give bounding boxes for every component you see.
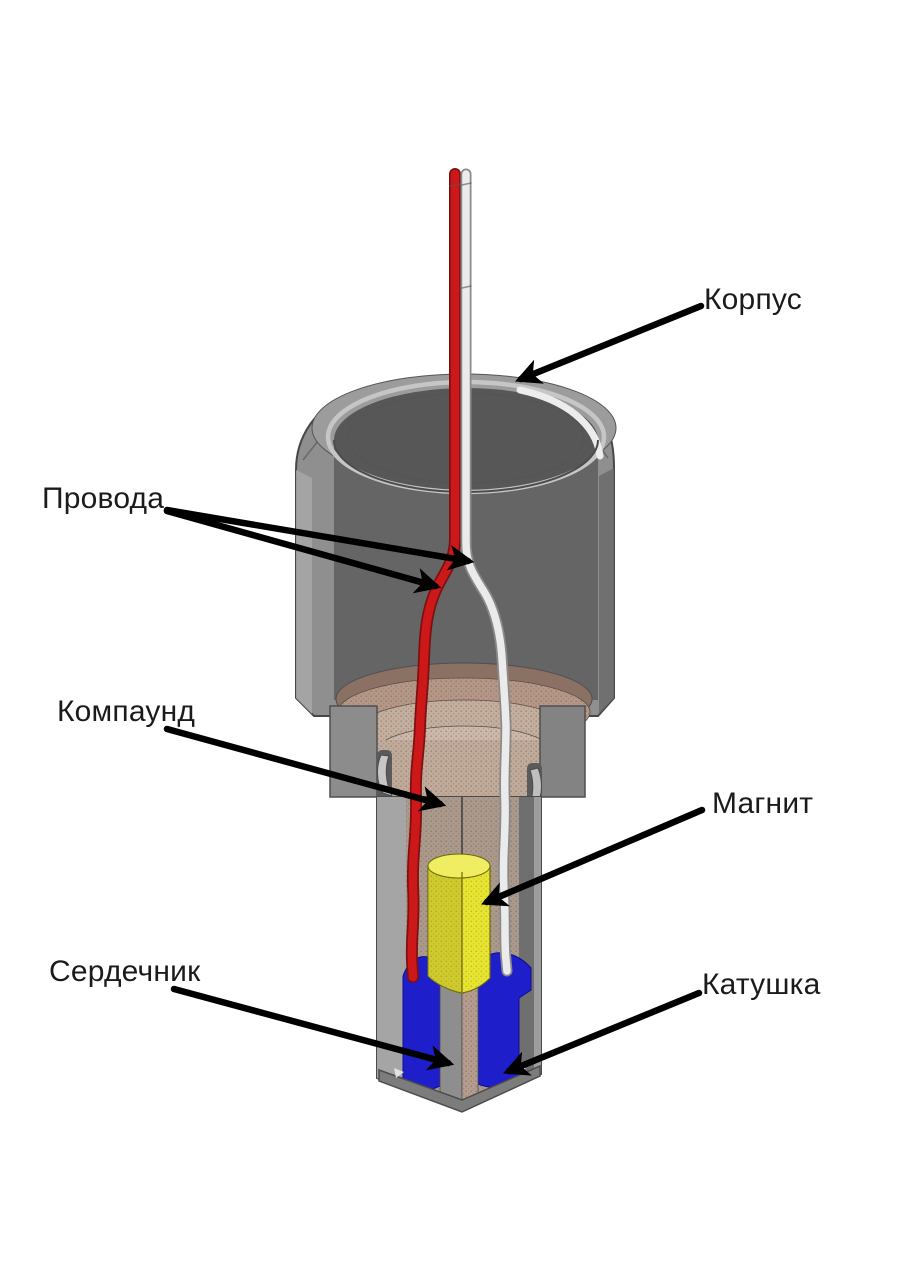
arrow-korpus [514, 302, 705, 384]
magnet-top-face [427, 853, 491, 879]
label-serdechnik: Сердечник [49, 955, 201, 988]
core-right-texture [462, 982, 478, 1100]
tube-bottom-rim [378, 1064, 541, 1113]
arrow-serdechnik [170, 985, 455, 1071]
label-kompaund: Компаунд [57, 695, 196, 728]
label-magnit: Магнит [712, 787, 814, 820]
magnet-texture [428, 866, 490, 993]
label-provoda: Провода [42, 482, 165, 515]
tube-wall-left [377, 797, 406, 1089]
arrow-kompaund [163, 725, 447, 812]
arrow-provoda-white [163, 506, 475, 571]
label-korpus: Корпус [704, 283, 802, 316]
arrow-magnit [481, 806, 706, 907]
tube-wall-right [519, 797, 534, 1083]
flange-compound-texture [377, 740, 540, 797]
flange-wall-right [539, 705, 586, 798]
tube [376, 796, 542, 1113]
arrow-provoda-red [163, 507, 442, 594]
tube-wall-right-edge [534, 797, 541, 1077]
wire-seam-marks [449, 182, 472, 289]
magnet [427, 853, 491, 994]
core-left-face [439, 981, 463, 1101]
bottom-speck-left [394, 1068, 404, 1078]
housing-cup-left-highlight [296, 470, 312, 714]
leader-arrows [163, 302, 706, 1076]
label-katushka: Катушка [702, 968, 821, 1001]
housing-cup-right-shade [599, 468, 614, 714]
arrow-katushka [502, 989, 703, 1076]
